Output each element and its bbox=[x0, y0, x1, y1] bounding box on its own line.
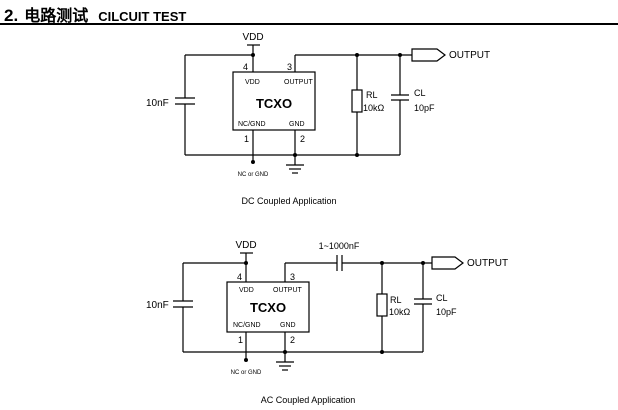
heading-rule bbox=[0, 23, 618, 25]
ac-chip-gnd-label: GND bbox=[280, 322, 296, 329]
dc-chip-name: TCXO bbox=[256, 96, 292, 111]
dc-chip-output-label: OUTPUT bbox=[284, 79, 314, 86]
section-heading: 2. 电路测试 CILCUIT TEST bbox=[4, 2, 187, 25]
section-title-cn: 电路测试 bbox=[24, 6, 89, 25]
ac-pin3-label: 3 bbox=[290, 272, 295, 282]
dc-pin4-label: 4 bbox=[243, 62, 248, 72]
dc-pin1-label: 1 bbox=[244, 134, 249, 144]
ac-tcxo-chip bbox=[226, 281, 310, 333]
ac-cap-left-label: 10nF bbox=[146, 300, 169, 311]
dc-vdd-label: VDD bbox=[242, 32, 263, 43]
dc-circuit: VDD 10nF 4 3 VDD OUTPUT TCXO NC/GND GND … bbox=[146, 32, 490, 206]
ac-chip-ncgnd-label: NC/GND bbox=[233, 322, 261, 329]
dc-rl-value: 10kΩ bbox=[363, 103, 385, 113]
dc-chip-gnd-label: GND bbox=[289, 121, 305, 128]
dc-nc-gnd-label: NC or GND bbox=[238, 172, 269, 178]
ac-circuit: VDD 10nF 4 3 VDD OUTPUT TCXO NC/GND GND … bbox=[146, 240, 508, 405]
ac-chip-output-label: OUTPUT bbox=[273, 287, 303, 294]
dc-cl-value: 10pF bbox=[414, 103, 435, 113]
ac-cl-value: 10pF bbox=[436, 307, 457, 317]
dc-rl-resistor bbox=[351, 89, 363, 113]
ac-rl-resistor bbox=[376, 293, 388, 317]
dc-chip-ncgnd-label: NC/GND bbox=[238, 121, 266, 128]
dc-node-rl-bottom bbox=[355, 153, 359, 157]
dc-pin2-label: 2 bbox=[300, 134, 305, 144]
section-title-en: CILCUIT TEST bbox=[98, 9, 187, 24]
ac-pin1-label: 1 bbox=[238, 335, 243, 345]
ac-nc-gnd-label: NC or GND bbox=[231, 370, 262, 376]
ac-output-arrow bbox=[431, 256, 464, 270]
ac-coupling-label: 1~1000nF bbox=[319, 241, 360, 251]
ac-caption: AC Coupled Application bbox=[261, 395, 356, 405]
dc-pin1-node bbox=[251, 160, 255, 164]
ac-cl-label: CL bbox=[436, 293, 448, 303]
ac-chip-name: TCXO bbox=[250, 300, 286, 315]
dc-cap-left-label: 10nF bbox=[146, 98, 169, 109]
dc-tcxo-chip bbox=[232, 71, 316, 131]
dc-rl-label: RL bbox=[366, 90, 378, 100]
dc-output-label: OUTPUT bbox=[449, 50, 490, 61]
section-number: 2. bbox=[4, 6, 19, 25]
ac-rl-label: RL bbox=[390, 295, 402, 305]
ac-pin1-node bbox=[244, 358, 248, 362]
ac-pin4-label: 4 bbox=[237, 272, 242, 282]
dc-caption: DC Coupled Application bbox=[241, 196, 336, 206]
dc-chip-vdd-label: VDD bbox=[245, 79, 260, 86]
ac-node-rl-bottom bbox=[380, 350, 384, 354]
dc-cl-label: CL bbox=[414, 88, 426, 98]
ac-pin2-label: 2 bbox=[290, 335, 295, 345]
ac-output-label: OUTPUT bbox=[467, 258, 508, 269]
ac-rl-value: 10kΩ bbox=[389, 307, 411, 317]
ac-chip-vdd-label: VDD bbox=[239, 287, 254, 294]
dc-output-arrow bbox=[411, 48, 446, 62]
dc-pin3-label: 3 bbox=[287, 62, 292, 72]
ac-vdd-label: VDD bbox=[235, 240, 256, 251]
